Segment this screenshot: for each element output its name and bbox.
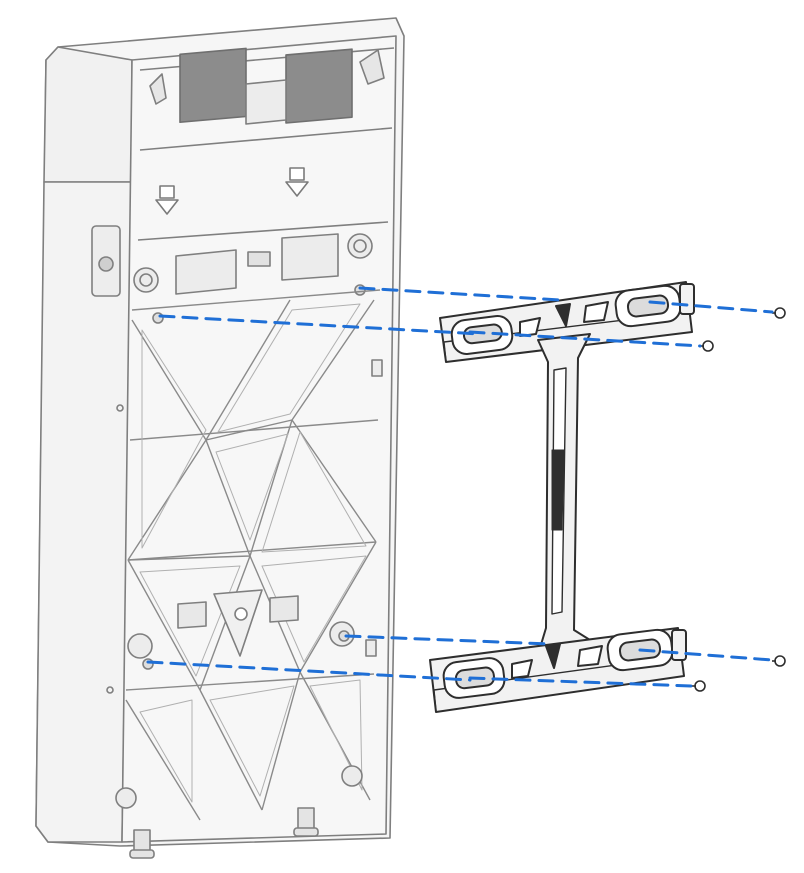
alignment-guides — [146, 286, 774, 688]
right-clip-lower — [365, 639, 377, 657]
upper-right-boss-inner — [353, 239, 367, 253]
device-side-face — [43, 46, 133, 183]
bottom-foot-left — [129, 829, 155, 859]
screw-upper-far-icon — [772, 307, 786, 319]
upper-right-screw-hole — [354, 284, 366, 296]
right-vent-grille — [285, 48, 353, 124]
side-nub-2 — [106, 686, 114, 694]
upper-label-slot — [247, 251, 271, 267]
guide-upper-a — [358, 286, 562, 302]
guide-upper-b — [158, 314, 482, 336]
down-arrow-right-icon — [285, 167, 309, 197]
bottom-foot-right — [293, 807, 319, 837]
guide-upper-d — [468, 330, 702, 348]
upper-cutout-1 — [519, 317, 541, 337]
upper-left-screw-hole — [152, 312, 164, 324]
upper-panel-line — [139, 127, 393, 151]
upper-arrow-mark — [555, 303, 571, 327]
side-connector-port — [98, 256, 114, 272]
screw-lower-far-icon — [772, 655, 786, 667]
vent-divider — [245, 79, 287, 125]
guide-lower-d — [468, 676, 694, 688]
mid-panel-line — [137, 221, 389, 241]
screw-upper-near-icon — [700, 340, 714, 352]
lower-cutout-2 — [577, 645, 603, 667]
lower-left-boss — [127, 633, 153, 659]
rib-lattice-inner — [139, 303, 367, 803]
lower-pad-right — [269, 595, 299, 623]
down-arrow-left-icon — [155, 185, 179, 215]
upper-pad-left — [175, 249, 237, 295]
lower-arrow-mark — [545, 643, 561, 669]
lower-cutout-1 — [511, 659, 533, 679]
upper-pad-right — [281, 233, 339, 281]
guide-lower-a — [344, 634, 552, 646]
device-back-face — [121, 35, 397, 843]
lower-end-clip — [671, 629, 687, 661]
guide-upper-c — [648, 300, 774, 314]
mounting-bracket — [429, 281, 695, 713]
upper-cutout-2 — [583, 301, 609, 323]
upper-right-boss — [347, 233, 373, 259]
lower-left-screw-hole — [142, 658, 154, 670]
left-vent-grille — [179, 47, 247, 124]
bottom-right-boss — [341, 765, 363, 787]
guide-lower-c — [638, 648, 774, 662]
center-emblem — [213, 589, 263, 657]
upper-left-boss-inner — [139, 273, 153, 287]
latch-right-top — [359, 49, 385, 85]
side-nub-1 — [116, 404, 124, 412]
right-clip-upper — [371, 359, 383, 377]
upper-end-clip — [679, 283, 695, 315]
latch-left-top — [149, 73, 167, 105]
upper-left-boss — [133, 267, 159, 293]
lower-pad-left — [177, 601, 207, 629]
spine-slot-dark — [551, 449, 565, 531]
bottom-left-boss — [115, 787, 137, 809]
device-back-panel — [35, 17, 405, 859]
center-emblem-hole — [234, 607, 248, 621]
guide-lower-b — [146, 660, 472, 682]
device-left-edge — [35, 181, 133, 843]
screw-lower-near-icon — [692, 680, 706, 692]
